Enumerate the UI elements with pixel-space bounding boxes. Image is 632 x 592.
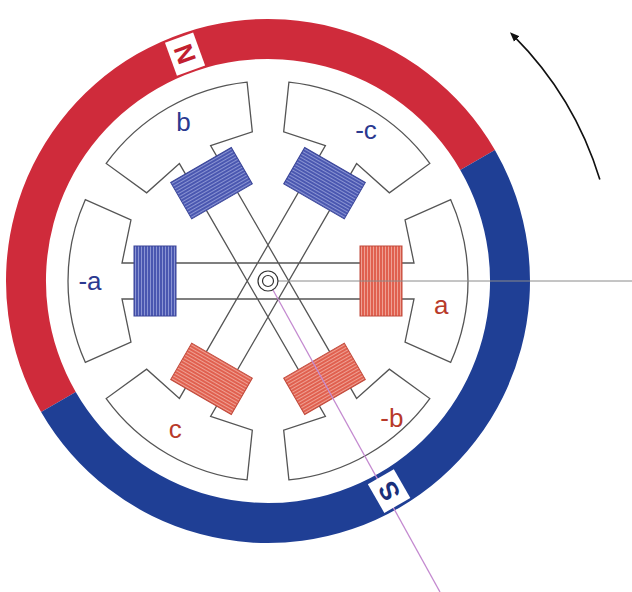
stator-winding <box>134 246 176 316</box>
stator-winding <box>284 147 366 218</box>
stator-winding <box>171 147 253 218</box>
winding-label: a <box>434 292 448 318</box>
reference-axis <box>268 281 632 282</box>
stator-winding <box>171 343 253 414</box>
shaft <box>258 271 278 291</box>
winding-label: -c <box>355 117 377 143</box>
shaft-bore <box>263 276 274 287</box>
rotation-arrow <box>513 36 599 180</box>
winding-label: b <box>176 109 190 135</box>
winding-label: -b <box>380 405 403 431</box>
stator-winding <box>284 343 366 414</box>
rotor-axis <box>268 281 440 592</box>
winding-label: -a <box>78 268 101 294</box>
winding-label: c <box>169 416 182 442</box>
